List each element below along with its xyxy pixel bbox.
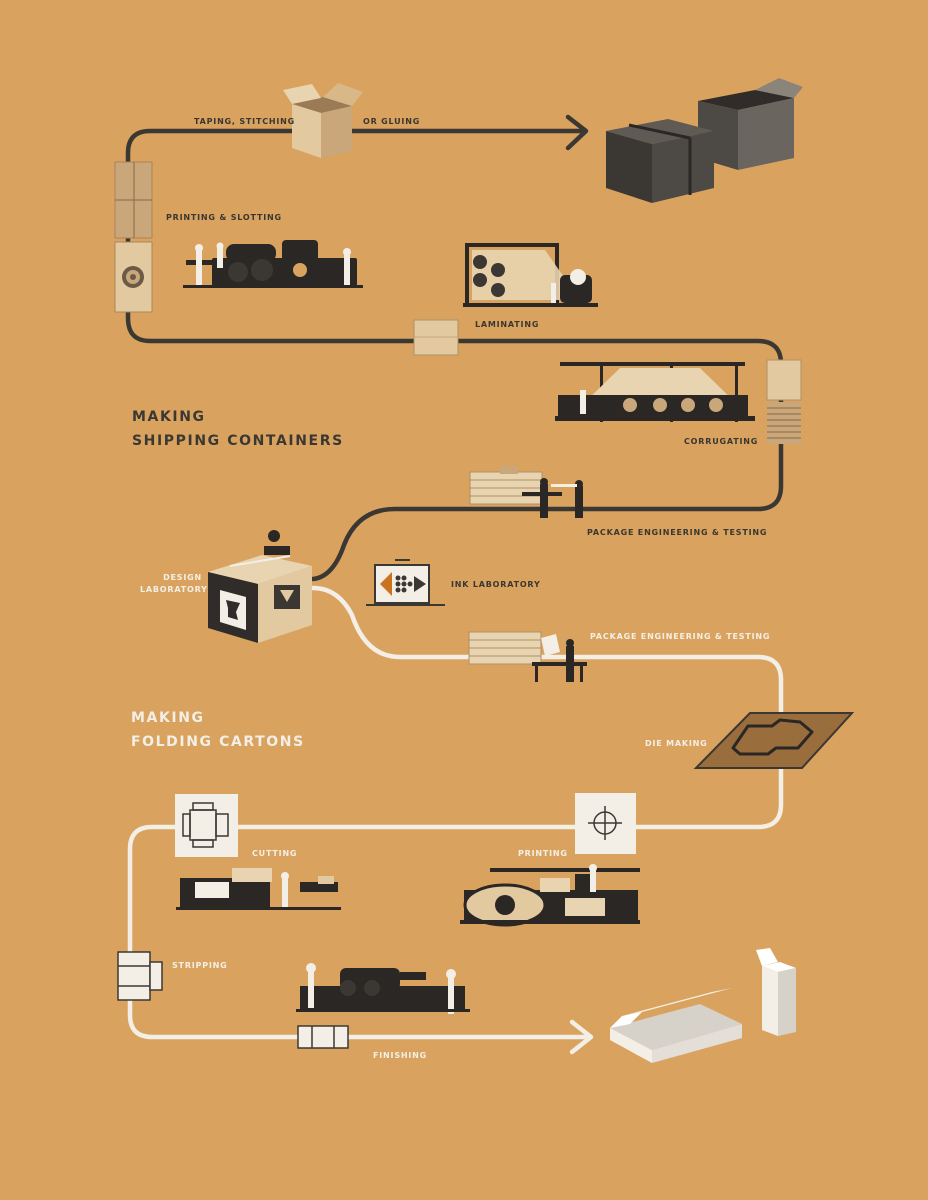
step-label-package-engineering-folding: PACKAGE ENGINEERING & TESTING (590, 632, 771, 641)
folding-flow-path (127, 585, 784, 1055)
folder-gluer-machine-icon (296, 963, 470, 1014)
corrugator-machine-icon (555, 362, 755, 422)
laminator-machine-icon (463, 243, 598, 307)
design-lab-line2: LABORATORY (140, 585, 208, 594)
die-board-icon (693, 712, 855, 769)
ink-lab-easel-icon (366, 559, 445, 606)
package-testing-station-icon (469, 466, 583, 518)
shipping-title-line2: SHIPPING CONTAINERS (132, 433, 344, 449)
finishing-carton-icon (297, 1025, 349, 1049)
step-label-printing: PRINTING (518, 849, 568, 858)
folding-title-line1: MAKING (131, 710, 205, 726)
carton-blank-icon (175, 794, 238, 857)
open-corrugated-box-icon (283, 83, 363, 158)
finished-cartons-icon (610, 948, 796, 1063)
step-label-cutting: CUTTING (252, 849, 298, 858)
step-label-corrugating: CORRUGATING (684, 437, 759, 446)
step-label-stripping: STRIPPING (172, 961, 228, 970)
step-label-design-laboratory: DESIGN LABORATORY (140, 572, 208, 596)
step-label-laminating: LAMINATING (475, 320, 540, 329)
step-label-taping: TAPING, STITCHING (194, 117, 296, 126)
step-label-finishing: FINISHING (373, 1051, 428, 1060)
step-label-printing-slotting: PRINTING & SLOTTING (166, 213, 282, 222)
printer-slotter-machine-icon (183, 240, 363, 288)
cutting-press-icon (176, 868, 341, 910)
step-label-package-engineering-shipping: PACKAGE ENGINEERING & TESTING (587, 528, 768, 537)
corrugated-stack-icon (766, 359, 802, 444)
step-label-die-making: DIE MAKING (645, 739, 708, 748)
step-label-gluing: OR GLUING (363, 117, 421, 126)
laminated-board-icon (413, 319, 459, 356)
printing-press-icon (460, 864, 640, 927)
shipping-section-title: MAKING SHIPPING CONTAINERS (132, 405, 344, 453)
design-lab-line1: DESIGN (163, 573, 202, 582)
registration-mark-icon (575, 793, 636, 854)
folding-title-line2: FOLDING CARTONS (131, 734, 305, 750)
stripping-carton-icon (117, 951, 163, 1001)
corrugated-board-sheets-icon (114, 161, 153, 313)
finished-shipping-boxes-icon (606, 78, 803, 203)
step-label-ink-laboratory: INK LABORATORY (451, 580, 541, 589)
carton-testing-station-icon (468, 631, 587, 682)
shipping-title-line1: MAKING (132, 409, 206, 425)
folding-section-title: MAKING FOLDING CARTONS (131, 706, 305, 754)
design-lab-cube-icon (208, 530, 312, 643)
